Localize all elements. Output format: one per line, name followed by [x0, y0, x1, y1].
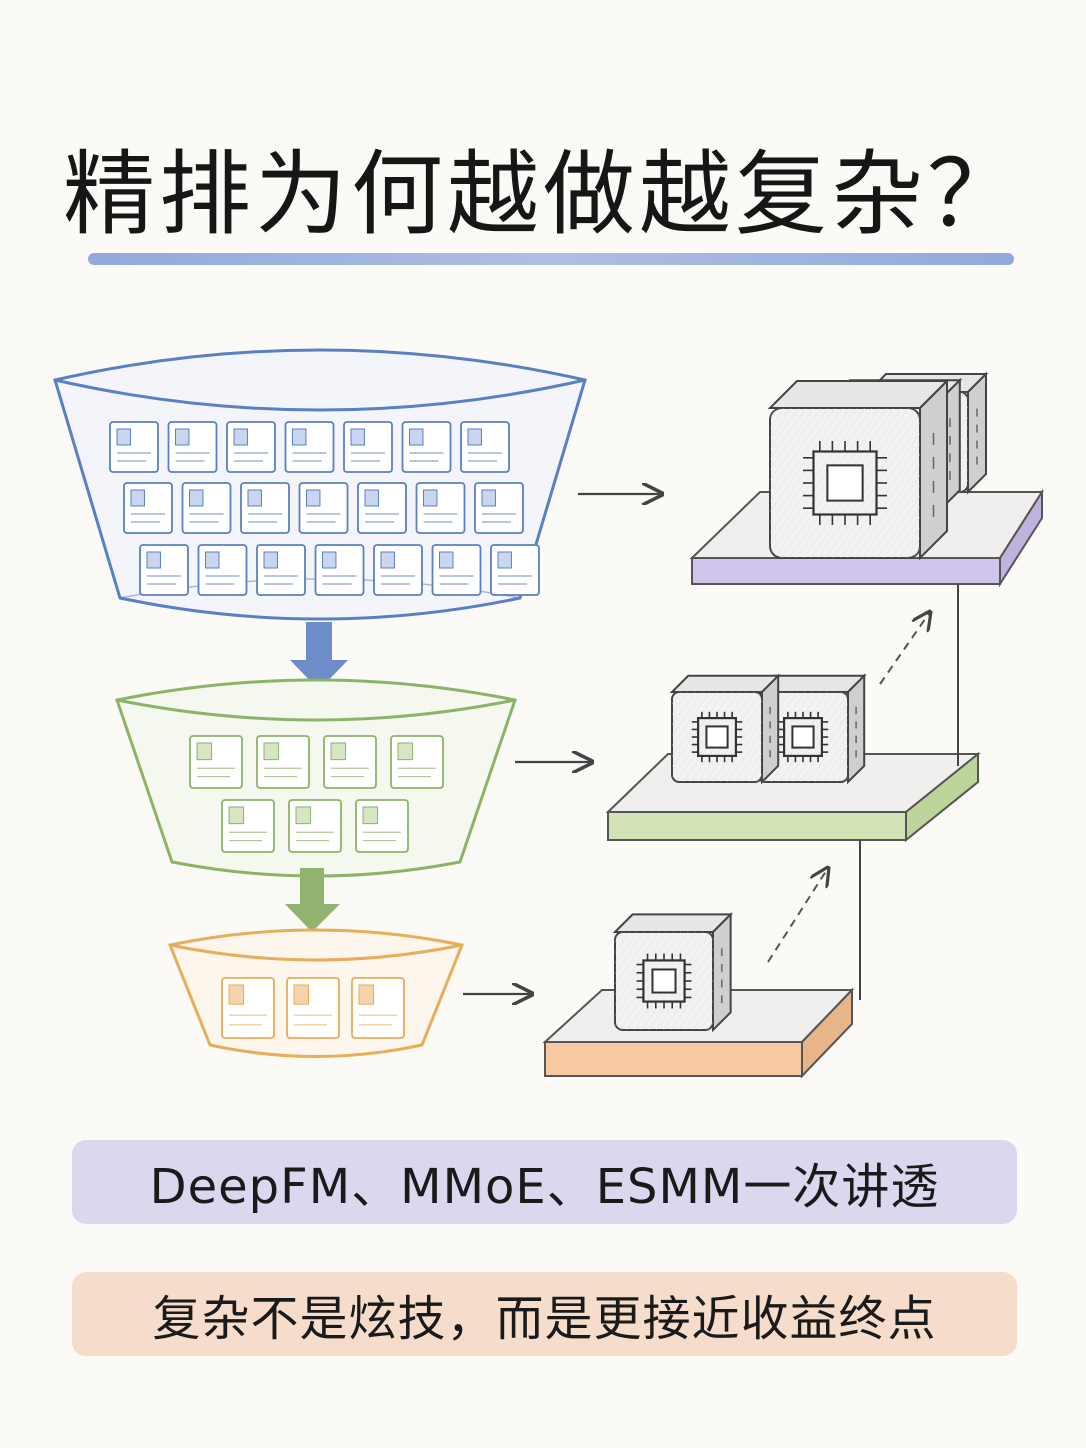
card-icon	[256, 735, 310, 789]
server-chip-icon	[755, 673, 867, 785]
tagline-band: 复杂不是炫技，而是更接近收益终点	[72, 1272, 1017, 1356]
card-icon	[355, 799, 409, 853]
card-icon	[189, 735, 243, 789]
card-icon	[221, 977, 275, 1039]
card-icon	[221, 799, 275, 853]
server-chip-icon	[669, 673, 781, 785]
title-underline	[88, 253, 1014, 265]
card-icon	[181, 482, 232, 534]
card-icon	[139, 544, 189, 596]
card-icon	[373, 544, 423, 596]
card-icon	[284, 421, 335, 473]
card-icon	[314, 544, 365, 596]
card-group-green	[189, 735, 444, 853]
funnel-server-diagram	[53, 348, 1044, 1079]
card-icon	[323, 735, 377, 789]
dashed-arrow-icon	[767, 868, 828, 963]
subtitle-band: DeepFM、MMoE、ESMM一次讲透	[72, 1140, 1017, 1224]
card-icon	[226, 421, 276, 473]
tagline-text: 复杂不是炫技，而是更接近收益终点	[152, 1291, 937, 1347]
card-icon	[197, 544, 248, 596]
dashed-arrow-icon	[879, 612, 930, 685]
arrow-down-icon	[290, 622, 348, 690]
server-chip-icon	[612, 911, 734, 1033]
card-icon	[431, 544, 482, 596]
card-group-blue	[109, 421, 540, 596]
card-icon	[256, 544, 306, 596]
card-icon	[357, 482, 407, 534]
arrow-down-icon	[285, 868, 340, 932]
card-icon	[167, 421, 218, 473]
server-chip-icon	[767, 378, 950, 561]
card-icon	[123, 482, 173, 534]
card-icon	[415, 482, 466, 534]
page-title: 精排为何越做越复杂？	[62, 141, 1023, 248]
card-icon	[490, 544, 540, 596]
card-group-orange	[221, 977, 405, 1039]
server-group	[612, 371, 989, 1033]
card-icon	[474, 482, 524, 534]
card-icon	[390, 735, 444, 789]
card-icon	[298, 482, 349, 534]
card-icon	[288, 799, 342, 853]
card-icon	[351, 977, 405, 1039]
card-icon	[286, 977, 340, 1039]
card-icon	[401, 421, 452, 473]
subtitle-text: DeepFM、MMoE、ESMM一次讲透	[149, 1159, 940, 1215]
card-icon	[109, 421, 159, 473]
card-icon	[343, 421, 393, 473]
funnel-icon-medium	[115, 678, 517, 878]
card-icon	[460, 421, 510, 473]
card-icon	[240, 482, 290, 534]
